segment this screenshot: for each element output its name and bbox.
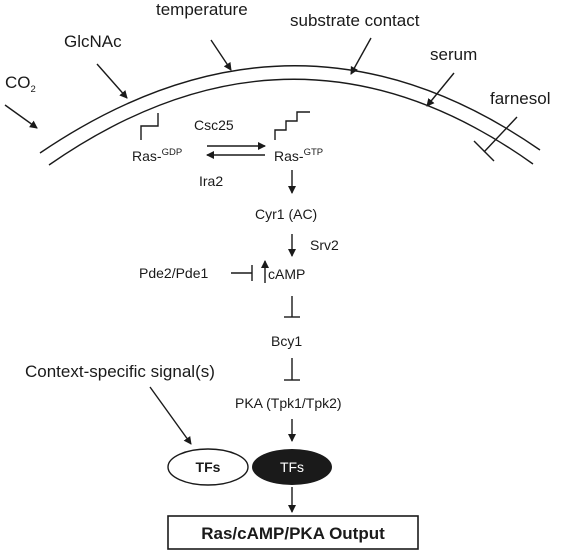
substrate-contact-arrow [350,37,372,75]
membrane-inner-arc [48,78,534,166]
membrane-outer-arc [39,65,541,154]
tfs-context-label: TFs [196,459,221,475]
farnesol-inhibit-line [483,116,518,153]
pde-label: Pde2/Pde1 [139,265,208,281]
co2-arrow [4,104,38,129]
co2-label: CO2 [5,73,36,95]
pka-label: PKA (Tpk1/Tpk2) [235,395,342,411]
camp-label: cAMP [268,266,305,282]
tfs-context-oval [167,448,249,486]
glcnac-arrow [96,63,128,99]
serum-label: serum [430,45,477,64]
bcy1-label: Bcy1 [271,333,302,349]
ras-gtp-label: Ras-GTP [274,147,323,164]
serum-arrow [426,72,455,107]
srv2-label: Srv2 [310,237,339,253]
temperature-arrow [210,39,232,71]
tfs-pka-oval [252,449,332,485]
farnesol-label: farnesol [490,89,550,108]
output-box [167,515,419,550]
tfs-pka-label: TFs [280,459,304,475]
context-signal-arrow [149,386,192,445]
output-label: Ras/cAMP/PKA Output [201,524,385,543]
glcnac-label: GlcNAc [64,32,122,51]
ras-gdp-step-icon [140,113,159,140]
context-signal-label: Context-specific signal(s) [25,362,215,381]
ira2-label: Ira2 [199,173,223,189]
temperature-label: temperature [156,0,248,19]
csc25-label: Csc25 [194,117,234,133]
farnesol-inhibit-bar [473,140,495,162]
cyr1-label: Cyr1 (AC) [255,206,317,222]
ras-gtp-step-icon [274,111,310,140]
substrate-contact-label: substrate contact [290,11,420,30]
ras-gdp-label: Ras-GDP [132,147,182,164]
